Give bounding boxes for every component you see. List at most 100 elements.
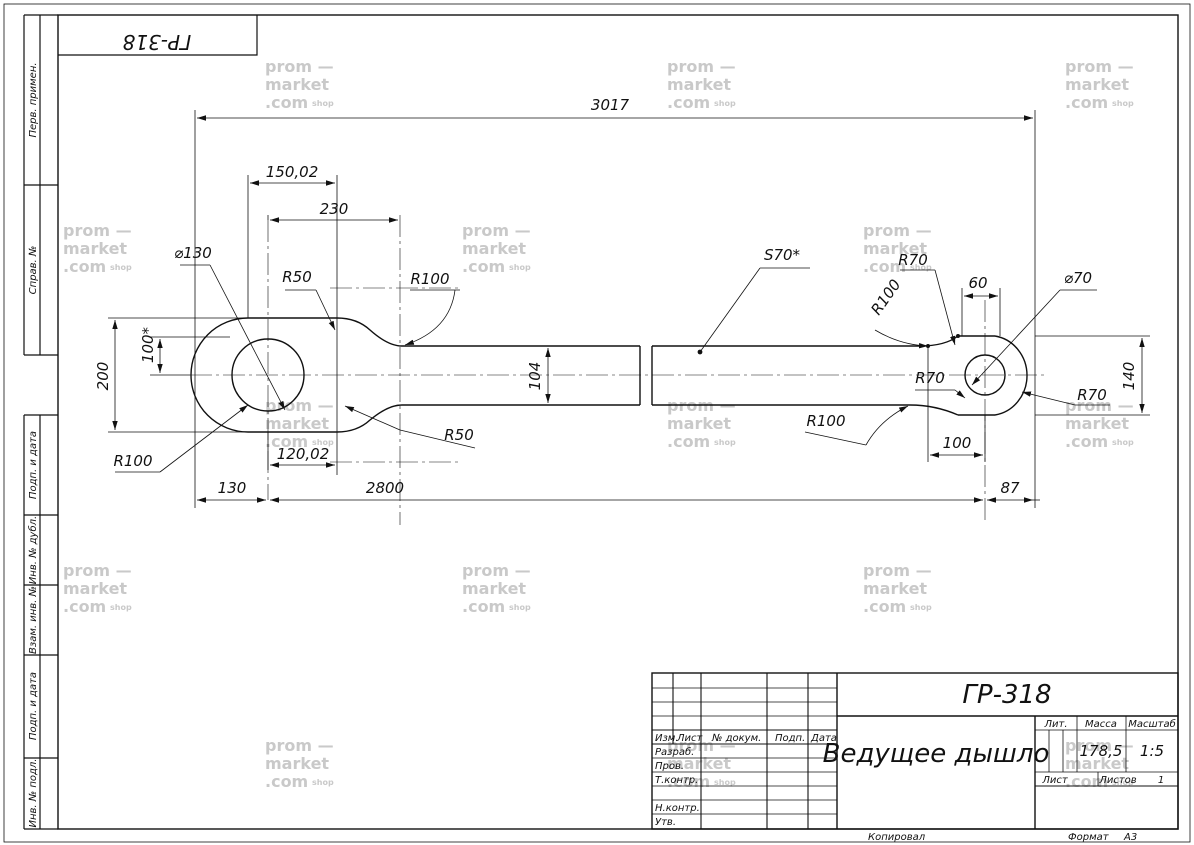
tb-sheet-label: Лист [1041, 775, 1069, 786]
watermark-text: market [462, 579, 526, 598]
watermark-text: market [1065, 754, 1129, 773]
dim-r50-top: R50 [282, 268, 312, 286]
watermark-text: .com [667, 432, 710, 451]
dimension-lines [112, 115, 1145, 503]
tb-scale-label: Масштаб [1128, 718, 1176, 730]
mirrored-number-box: ГР-318 [58, 15, 258, 56]
dim-r100-top: R100 [410, 270, 449, 288]
tb-col-izm: Изм. [655, 733, 679, 744]
right-top-fillet [919, 335, 959, 347]
watermark-text: .com [1065, 432, 1108, 451]
tb-row-tkontr: Т.контр. [655, 775, 698, 786]
watermark-text: .com [265, 772, 308, 791]
watermark-text: market [265, 754, 329, 773]
dim-230: 230 [320, 200, 349, 218]
dim-130: 130 [218, 479, 247, 497]
side-label-inv-podl: Инв. № подл. [28, 759, 39, 828]
dimension-texts: 3017 150,02 230 ⌀130 R50 R100 S70* R70 R… [94, 96, 1138, 497]
watermark-text: prom — [462, 561, 531, 580]
watermark-text: prom — [1065, 57, 1134, 76]
watermark-shop: shop [1112, 99, 1134, 108]
sheet-border [3, 3, 1191, 843]
watermark-shop: shop [910, 263, 932, 272]
mirrored-drawing-number: ГР-318 [123, 30, 192, 54]
tb-row-nkontr: Н.контр. [655, 803, 700, 814]
left-top-fillet [336, 317, 403, 347]
watermark-text: market [667, 754, 731, 773]
side-label-podp-data-1: Подп. и дата [28, 431, 39, 499]
watermark-text: market [667, 75, 731, 94]
watermark-text: prom — [63, 221, 132, 240]
tb-col-sign: Подп. [775, 733, 805, 744]
watermark-text: market [1065, 414, 1129, 433]
watermark-text: .com [462, 257, 505, 276]
title-block: Изм. Лист № докум. Подп. Дата Разраб. Пр… [651, 672, 1179, 830]
dim-104: 104 [526, 362, 544, 391]
dim-200: 200 [94, 362, 112, 391]
watermark-text: .com [63, 597, 106, 616]
watermark-text: prom — [863, 221, 932, 240]
watermark-text: .com [462, 597, 505, 616]
watermark-shop: shop [110, 603, 132, 612]
watermark-text: .com [863, 597, 906, 616]
dim-60: 60 [968, 274, 987, 292]
watermark-shop: shop [509, 603, 531, 612]
watermark-text: market [863, 579, 927, 598]
footer-format-label: Формат [1068, 832, 1110, 843]
dim-dia130: ⌀130 [174, 244, 212, 262]
watermark-text: .com [265, 432, 308, 451]
watermark-shop: shop [910, 603, 932, 612]
watermark-text: market [667, 414, 731, 433]
watermark-shop: shop [1112, 778, 1134, 787]
dim-dia70: ⌀70 [1064, 269, 1092, 287]
dim-s70: S70* [764, 246, 801, 264]
tb-scale-value: 1:5 [1140, 742, 1164, 760]
tb-lit-label: Лит. [1043, 719, 1067, 730]
watermark-text: .com [265, 93, 308, 112]
watermark-shop: shop [714, 99, 736, 108]
dim-r70-right: R70 [1077, 386, 1107, 404]
watermark-shop: shop [509, 263, 531, 272]
watermark-shop: shop [312, 438, 334, 447]
tb-part-name: Ведущее дышло [823, 739, 1050, 769]
footer-copied: Копировал [868, 832, 926, 843]
watermark-text: prom — [265, 57, 334, 76]
extension-lines [108, 110, 1150, 508]
tb-mass-label: Масса [1085, 719, 1117, 730]
right-bottom-fillet [909, 404, 959, 416]
tb-mass-value: 178,5 [1080, 742, 1123, 760]
side-label-inv-dubl: Инв. № дубл. [27, 516, 39, 584]
watermark-text: prom — [1065, 396, 1134, 415]
watermark-text: .com [667, 93, 710, 112]
watermark-shop: shop [312, 99, 334, 108]
dim-r100-left: R100 [113, 452, 152, 470]
dim-r100-bottom-right: R100 [806, 412, 845, 430]
side-label-podp-data-2: Подп. и дата [28, 672, 39, 740]
dim-100: 100 [943, 434, 972, 452]
dim-120-02: 120,02 [277, 445, 330, 463]
dim-r100-right: R100 [867, 276, 904, 318]
watermark-text: .com [1065, 93, 1108, 112]
watermark-text: market [462, 239, 526, 258]
watermark-text: .com [63, 257, 106, 276]
tb-sheets-label: Листов [1098, 775, 1136, 786]
watermark-text: market [265, 414, 329, 433]
tb-col-date: Дата [810, 733, 837, 744]
dim-r70-mid: R70 [915, 369, 945, 387]
dim-r70-top: R70 [898, 251, 928, 269]
footer: Копировал Формат А3 [868, 832, 1137, 843]
watermark-text: prom — [63, 561, 132, 580]
dim-140: 140 [1120, 362, 1138, 391]
